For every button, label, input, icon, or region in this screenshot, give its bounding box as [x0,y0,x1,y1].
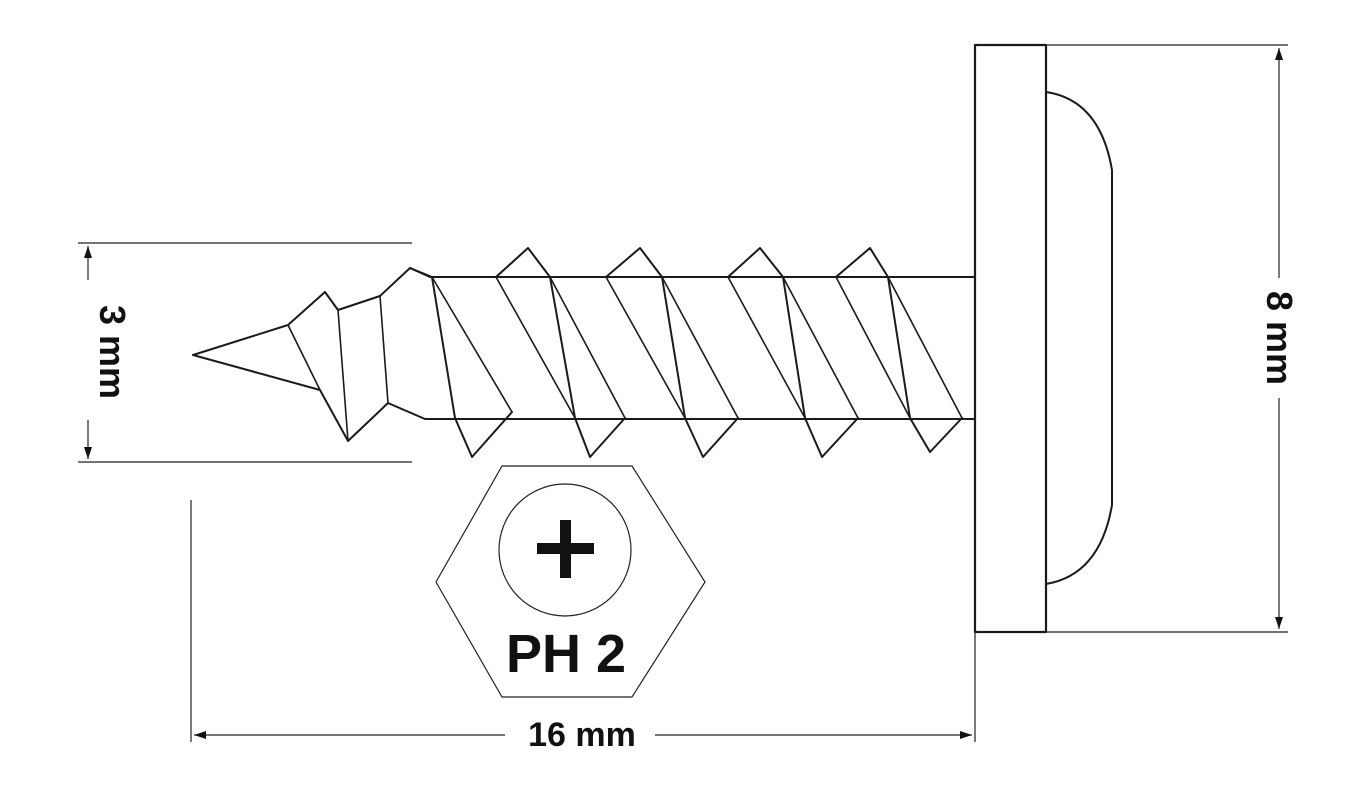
drive-label: PH 2 [506,624,626,684]
dimension-head-diameter: 8 mm [1046,44,1300,633]
screw-head [973,43,1113,634]
drive-badge: PH 2 [435,465,706,698]
drive-recess-circle [498,483,632,617]
dimension-length: 16 mm [190,500,976,754]
phillips-cross-icon [537,520,594,578]
head-dome [1045,91,1113,585]
screw-tip [192,267,431,442]
dimension-thread-diameter: 3 mm [78,242,412,463]
head-flange [973,43,1048,634]
screw-threads [409,247,963,458]
hexagon-outline [435,465,706,698]
thread-diameter-label: 3 mm [92,305,133,399]
head-diameter-label: 8 mm [1259,291,1300,385]
screw-shank [429,276,976,420]
length-label: 16 mm [528,716,636,754]
